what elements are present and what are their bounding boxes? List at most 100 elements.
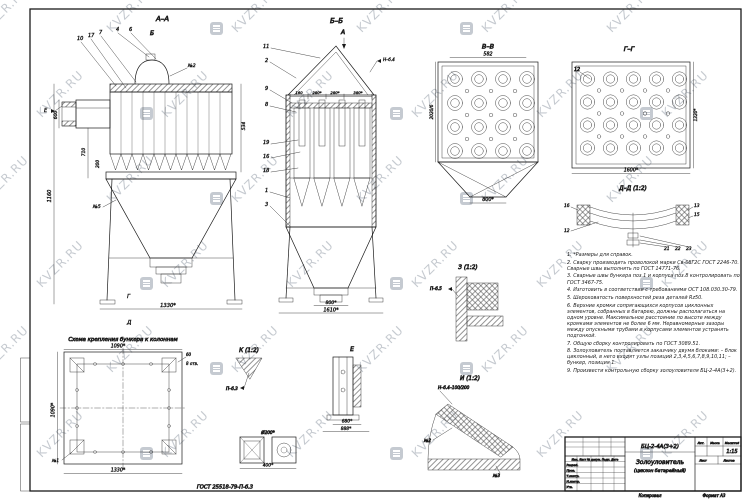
titleblock-label: Т.контр. xyxy=(567,474,580,478)
callout: 4 xyxy=(116,27,119,33)
view-title: А–А xyxy=(155,15,169,23)
titleblock-label: Масштаб xyxy=(725,441,739,445)
dim-label: 680* xyxy=(342,419,353,425)
bb-hopper xyxy=(285,226,377,303)
titleblock-footer: Копировал xyxy=(639,493,662,498)
view-title: Д–Д (1:2) xyxy=(618,186,647,192)
callout: 18 xyxy=(263,168,269,174)
note-item: 1. *Размеры для справок. xyxy=(567,252,633,258)
view-v-v: В–В 582 2020/6 800* xyxy=(429,42,539,204)
callout: 17 xyxy=(88,33,95,39)
vv-dimensions: 582 2020/6 800* xyxy=(429,51,527,204)
note-item: 3. Сварные швы бункера поз.1 и корпуса п… xyxy=(567,273,740,286)
dim-label: 1160 xyxy=(47,190,53,203)
dim-label: 160 xyxy=(295,90,303,95)
dim-label: 1330* xyxy=(160,303,176,309)
callout: 12 xyxy=(564,228,570,234)
note-item: 5. Шероховатость поверхностей реза детал… xyxy=(567,294,703,301)
e-dimensions: 680* 888* xyxy=(322,418,370,432)
scheme-corner-plates xyxy=(69,357,177,455)
callout: 19 xyxy=(263,140,269,146)
flag-label: №5 xyxy=(92,204,101,210)
callout: 7 xyxy=(99,30,103,36)
bb-legs xyxy=(278,226,384,303)
bb-callouts: 11 2 9 8 19 16 18 1 3 xyxy=(263,44,321,227)
bb-weld-flag: Н–б.4 xyxy=(369,57,395,73)
section-arrow-label: Г xyxy=(127,294,131,300)
callout: 23 xyxy=(686,246,692,252)
aa-flags: №2 Е №5 Г Д xyxy=(44,63,196,326)
view-title: К (1:2) xyxy=(239,348,259,354)
callout: 9 xyxy=(265,86,268,92)
detail-k: К (1:2) П–б.3 xyxy=(226,348,263,391)
view-title: Г–Г xyxy=(624,45,636,53)
view-g-g: Г–Г 12 1320* xyxy=(571,45,698,174)
part-name-2: (циклон батарейный) xyxy=(634,468,686,474)
dim-label: 400* xyxy=(263,463,274,469)
view-b-b: Б–Б А xyxy=(263,17,396,314)
view-a-a: А–А Б 10 17 7 4 6 xyxy=(44,15,247,327)
callout: 2 xyxy=(265,58,268,64)
scheme-view: Схема крепления бункера к колоннам xyxy=(50,337,198,474)
dim-label: 60 xyxy=(186,352,192,357)
view-title: И (1:2) xyxy=(460,376,480,382)
document-reference: ГОСТ 25518-79-П-б.3 xyxy=(197,485,253,491)
note-item: 7. Общую сборку контролировать по ГОСТ 3… xyxy=(567,340,701,347)
vv-tube-grid xyxy=(447,71,535,159)
dim-label: 280* xyxy=(330,90,339,95)
dim-label: 8 отв. xyxy=(186,361,198,366)
view-title: З (1:2) xyxy=(458,265,477,271)
flag-label: №2 xyxy=(423,438,431,443)
view-title: Е xyxy=(350,346,354,353)
aa-tube-plate xyxy=(109,83,233,93)
flag-label: Н–б.4–100/200 xyxy=(438,385,470,390)
scheme-title: Схема крепления бункера к колоннам xyxy=(68,337,177,343)
title-block: Изм. Лист № докум. Подп. Дата Разраб. Пр… xyxy=(564,436,742,498)
aa-dome xyxy=(134,53,170,85)
dim-label: Ø200* xyxy=(260,430,274,435)
dim-label: 800* xyxy=(325,300,337,306)
dim-label: 710 xyxy=(81,148,87,157)
scheme-dimensions: 1090* 1090* 1330* 60 8 отв. №1 xyxy=(50,343,198,474)
note-item: 4. Изготовить в соответствии с требовани… xyxy=(567,287,738,294)
dim-label: 1600* xyxy=(624,168,639,174)
gg-plate xyxy=(571,61,691,169)
view-title: В–В xyxy=(482,43,495,51)
technical-notes: 1. *Размеры для справок. 2. Сварку произ… xyxy=(567,252,741,376)
gg-tube-grid xyxy=(579,71,688,156)
view-title: Б–Б xyxy=(330,17,343,25)
dim-label: 534 xyxy=(241,122,247,131)
bb-body xyxy=(285,94,377,228)
note-item: 6. Верхние кромки сопрягающихся корпусов… xyxy=(567,302,729,339)
dim-label: 1090* xyxy=(51,402,57,417)
dim-label: 280* xyxy=(312,90,321,95)
flag-label: П–б.5 xyxy=(430,286,442,291)
pipe-stubs: Ø200* 400* xyxy=(239,430,297,469)
callout: 8 xyxy=(265,102,268,108)
sheet-frame xyxy=(20,8,742,492)
titleblock-label: Пров. xyxy=(567,468,576,472)
dim-label: 2020/6 xyxy=(429,104,434,119)
callout: 21 xyxy=(664,246,670,252)
drawing-scale: 1:15 xyxy=(726,449,737,455)
bb-dimensions: 800* 1610* xyxy=(278,300,384,314)
note-item: 9. Произвести контрольную сборку золоуло… xyxy=(567,368,737,375)
detail-i: И (1:2) Н–б.4–100/200 №2 №3 xyxy=(423,376,521,478)
titleblock-label: Разраб. xyxy=(567,463,579,467)
note-item: 8. Золоуловитель поставляется заказчику … xyxy=(567,348,737,367)
dim-label: 1090* xyxy=(111,344,126,350)
section-cut-label: А xyxy=(340,29,345,36)
callout: 3 xyxy=(265,202,268,208)
titleblock-label: Масса xyxy=(710,441,720,445)
vv-hopper-front xyxy=(437,161,539,198)
dd-callouts: 16 12 13 15 21 22 23 xyxy=(564,203,700,252)
detail-d-d: Д–Д (1:2) 16 12 13 15 21 22 23 xyxy=(564,186,700,253)
note-item: 2. Сварку производить проволокой марки С… xyxy=(567,259,739,272)
dim-label: 582 xyxy=(483,52,492,58)
dim-label: 1610* xyxy=(323,308,339,314)
detail-z: З (1:2) П–б.5 xyxy=(430,265,504,342)
titleblock-footer: Формат А3 xyxy=(703,493,726,498)
bb-cyclone-elements xyxy=(293,99,371,207)
